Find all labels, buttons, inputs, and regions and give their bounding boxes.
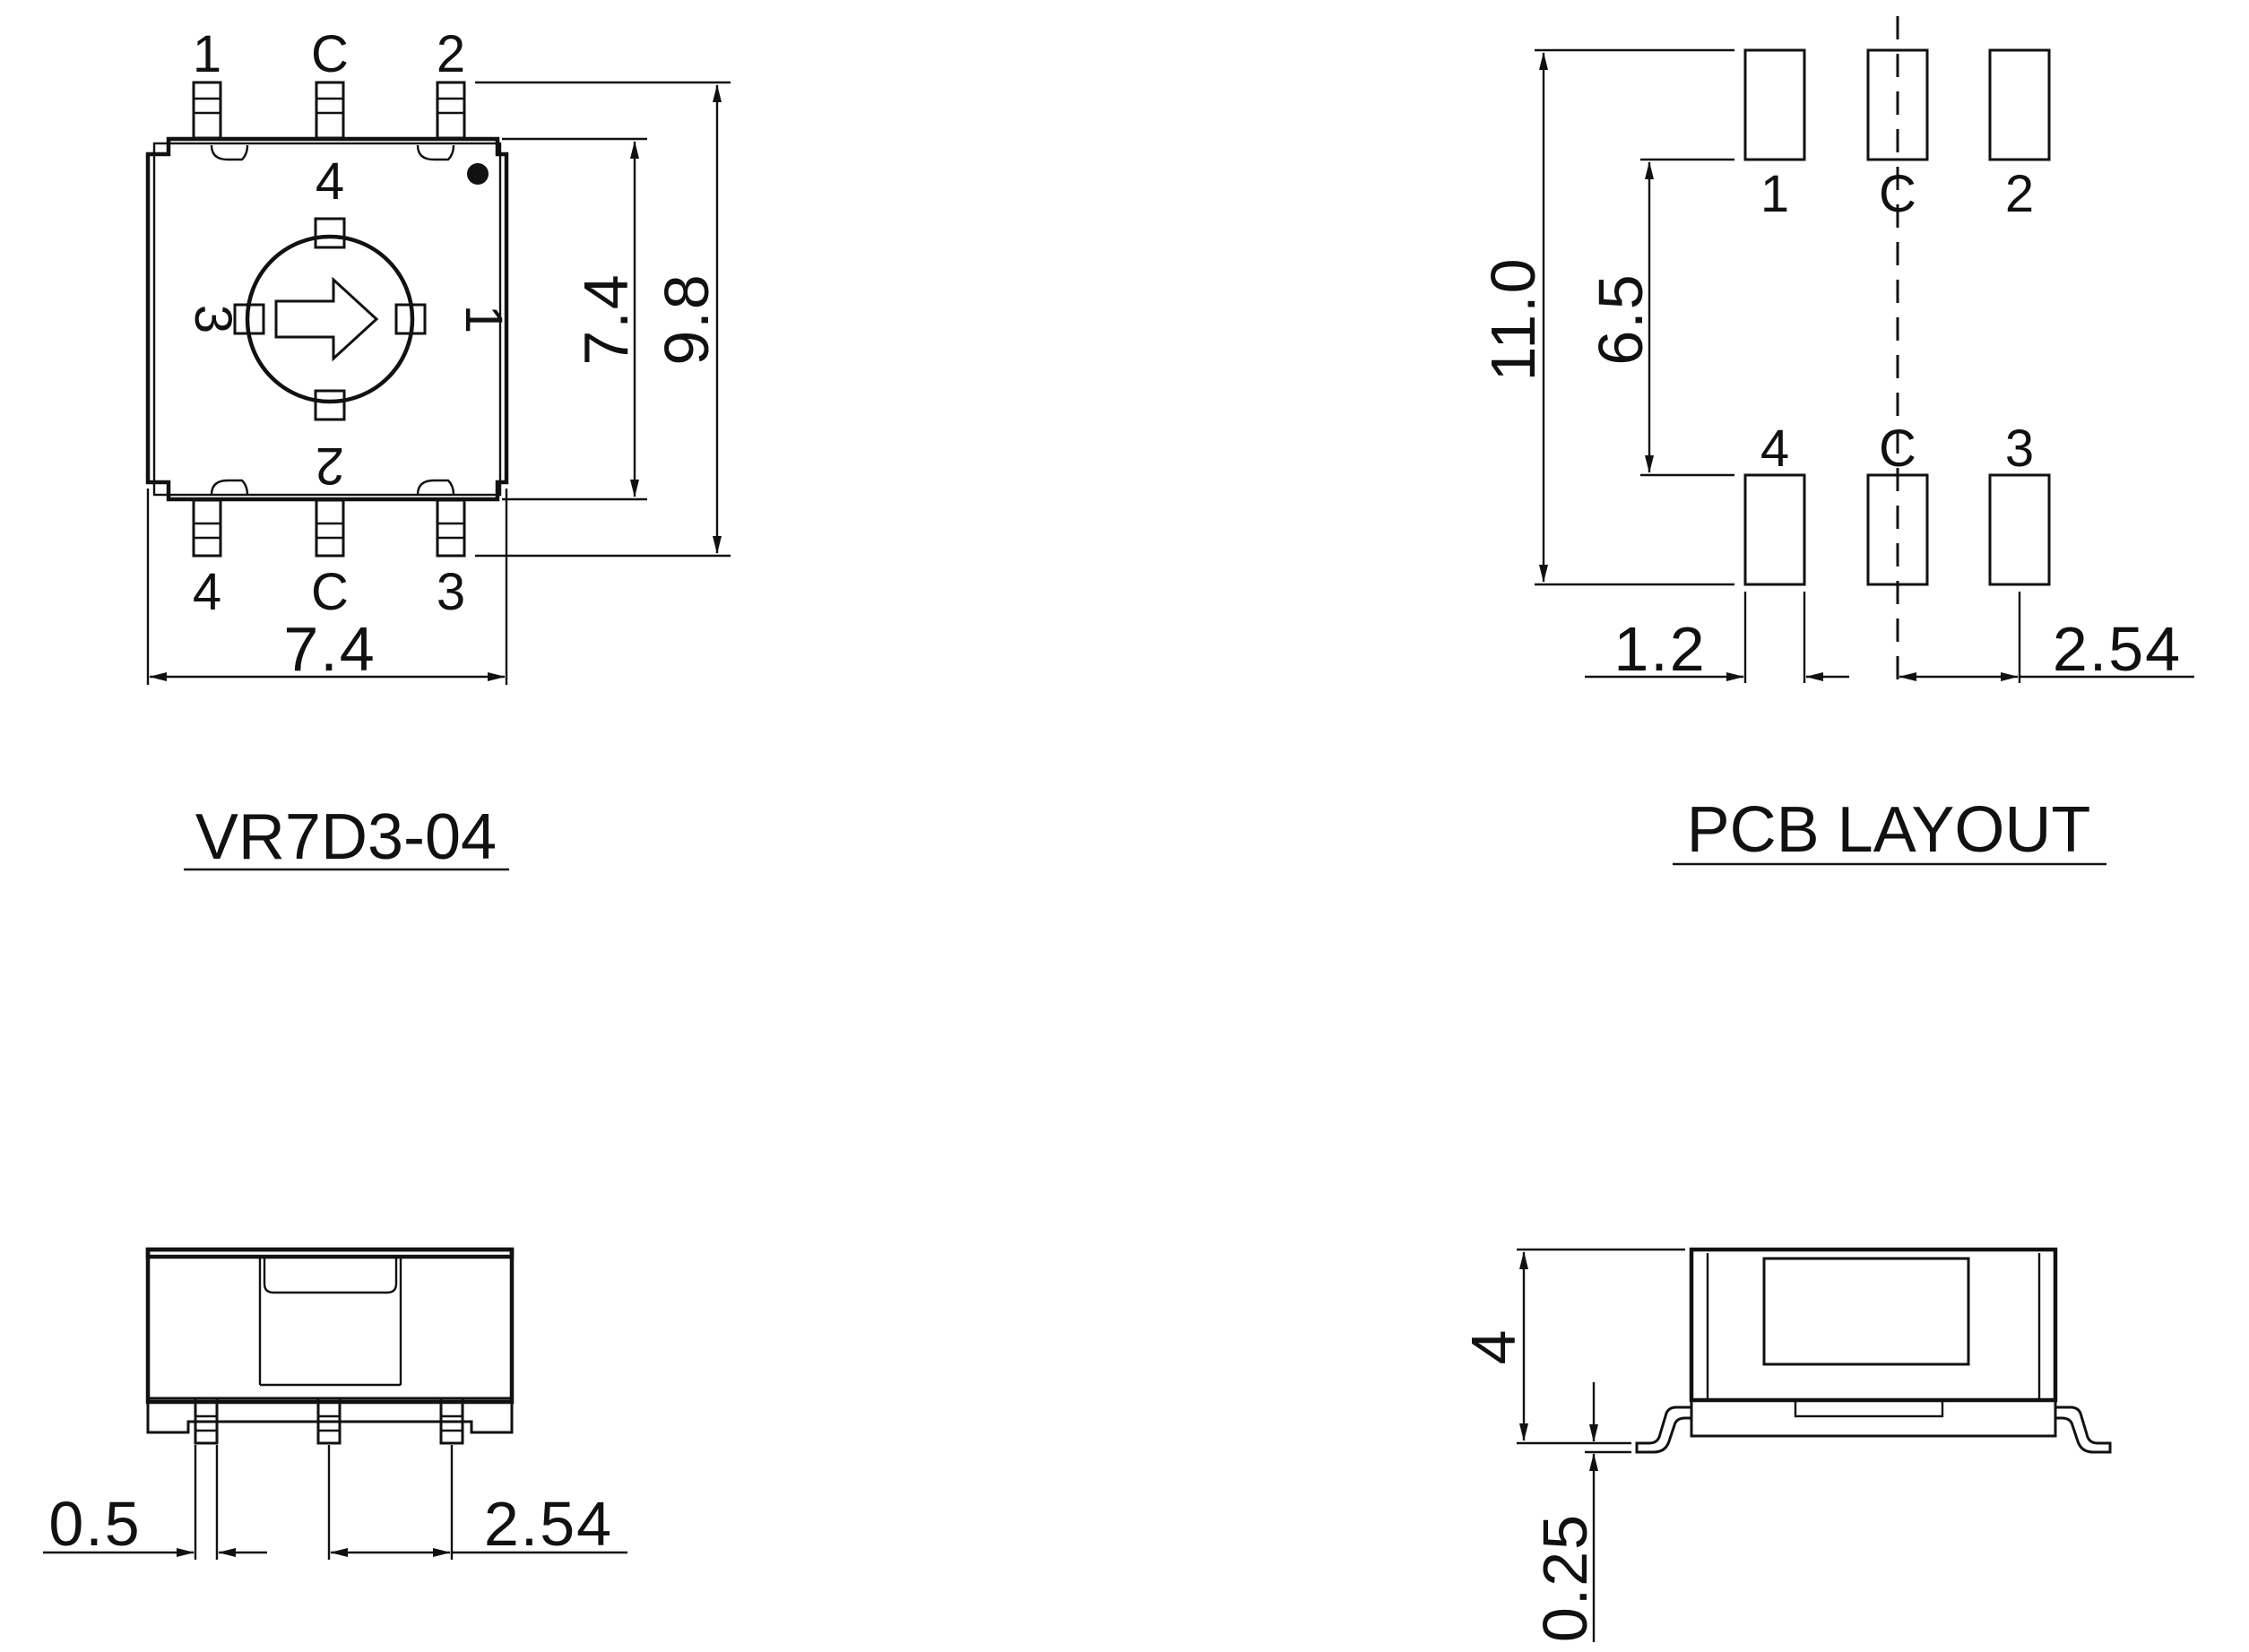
rotor-position-3: 3 [184, 305, 242, 333]
pcb-pad-label-4: 4 [1760, 419, 1789, 478]
dim-pcb-pitch: 2.54 [1899, 592, 2194, 684]
dim-pcb-pitch-label: 2.54 [2053, 614, 2182, 684]
pin-label-bottom-c: C [311, 563, 349, 621]
dim-pcb-overall-label: 11.0 [1478, 256, 1548, 381]
arrow-icon [274, 276, 379, 362]
pcb-pad-c-bottom [1866, 473, 1929, 586]
switch-body-outline [145, 136, 509, 502]
rotor-position-1: 1 [454, 305, 513, 333]
bottom-leads [192, 498, 466, 558]
pcb-pad-label-c-top: C [1879, 165, 1916, 223]
dim-front-pitch-label: 2.54 [484, 1489, 613, 1559]
pin-label-bottom-3: 3 [437, 563, 465, 621]
dim-standoff-label: 0.25 [1530, 1513, 1600, 1642]
dim-standoff: 0.25 [1530, 1382, 1631, 1642]
dim-lead-width-label: 0.5 [48, 1489, 141, 1559]
dim-pcb-overall: 11.0 [1478, 48, 1734, 586]
dim-front-pitch: 2.54 [327, 1445, 627, 1560]
pcb-layout: 1 C 2 4 C 3 11.0 6.5 1.2 [1478, 16, 2194, 866]
side-view: 4 0.25 [1458, 1247, 2112, 1642]
front-body [145, 1247, 515, 1405]
pin-label-top-c: C [311, 25, 349, 83]
dim-width-label: 7.4 [283, 614, 376, 684]
top-view: 1 C 2 [145, 25, 731, 873]
side-body [1689, 1247, 2058, 1403]
dim-total-height-label: 9.8 [652, 272, 722, 365]
pcb-pad-1 [1743, 48, 1806, 161]
pcb-pad-label-2: 2 [2005, 165, 2034, 223]
pin1-marker-dot [467, 163, 489, 185]
pcb-pad-label-c-bottom: C [1879, 419, 1916, 478]
pcb-pad-label-3: 3 [2005, 419, 2034, 478]
dim-body-height-label: 7.4 [571, 272, 641, 365]
dim-pcb-inner: 6.5 [1586, 158, 1734, 477]
dim-side-height-label: 4 [1458, 1328, 1528, 1365]
pin-label-top-1: 1 [193, 25, 221, 83]
pcb-pad-4 [1743, 473, 1806, 586]
dim-pcb-inner-label: 6.5 [1586, 272, 1656, 365]
pcb-pad-c-top [1866, 48, 1929, 161]
dim-side-height: 4 [1458, 1248, 1685, 1445]
dim-lead-width: 0.5 [43, 1445, 267, 1560]
dim-pad-width: 1.2 [1585, 592, 1849, 684]
dim-total-height: 9.8 [475, 81, 731, 558]
pcb-pad-label-1: 1 [1760, 165, 1789, 223]
rotor-position-4: 4 [316, 152, 344, 211]
pcb-pad-2 [1988, 48, 2051, 161]
rotor-knob [245, 234, 415, 404]
top-leads [192, 81, 466, 140]
pin-label-bottom-4: 4 [193, 563, 221, 621]
pcb-pad-3 [1988, 473, 2051, 586]
dim-body-height: 7.4 [502, 137, 647, 501]
dim-width: 7.4 [146, 489, 508, 685]
dim-pad-width-label: 1.2 [1613, 614, 1706, 684]
pin-label-top-2: 2 [437, 25, 465, 83]
part-number-title: VR7D3-04 [195, 801, 497, 873]
pcb-layout-title: PCB LAYOUT [1687, 794, 2091, 866]
rotor-position-2: 2 [316, 437, 344, 495]
front-view: 0.5 2.54 [43, 1247, 627, 1560]
